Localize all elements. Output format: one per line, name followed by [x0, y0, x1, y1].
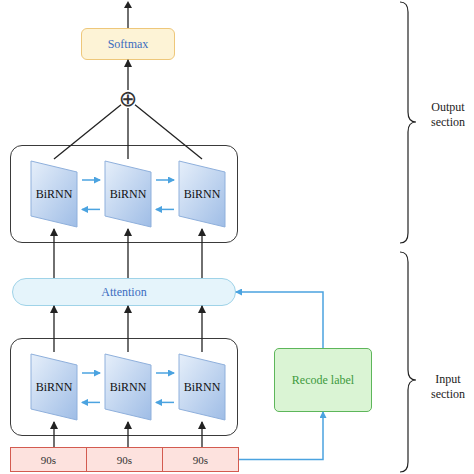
node-text: BiRNN — [110, 380, 147, 395]
rnn-block: BiRNN — [100, 352, 156, 422]
layer-container: BiRNN BiRNN BiRNN — [10, 338, 238, 436]
section-brace — [400, 2, 416, 243]
node-text: 90s — [193, 454, 208, 466]
process-box: Recode label — [274, 348, 372, 412]
rnn-block: BiRNN — [100, 159, 156, 229]
plate-shape — [31, 354, 77, 420]
rnn-block: BiRNN — [26, 159, 82, 229]
node-text: BiRNN — [36, 187, 73, 202]
section-label: Input section — [422, 372, 474, 402]
node-text: 90s — [117, 454, 132, 466]
attention-box: Attention — [12, 278, 236, 306]
section-brace — [400, 252, 416, 472]
node-text: Recode label — [292, 373, 354, 388]
node-text: Attention — [101, 285, 146, 300]
layer-container: BiRNN BiRNN BiRNN — [10, 145, 238, 243]
node-text: 90s — [41, 454, 56, 466]
node-text: BiRNN — [184, 380, 221, 395]
output-arrow-head — [124, 1, 132, 8]
rnn-block: BiRNN — [174, 159, 230, 229]
plate-shape — [179, 354, 225, 420]
flow-arrow — [127, 60, 128, 90]
flow-arrow — [236, 292, 323, 348]
node-text: Softmax — [108, 37, 149, 52]
plate-shape — [31, 161, 77, 227]
section-label: Output section — [422, 100, 474, 130]
sum-symbol: ⊕ — [119, 90, 137, 108]
input-segment: 90s — [10, 447, 87, 472]
input-segment: 90s — [162, 447, 239, 472]
flow-arrow — [239, 412, 323, 460]
node-text: BiRNN — [36, 380, 73, 395]
plate-shape — [105, 161, 151, 227]
output-box: Softmax — [81, 28, 175, 60]
node-text: ⊕ — [119, 90, 137, 108]
rnn-block: BiRNN — [26, 352, 82, 422]
output-arrow — [127, 6, 128, 28]
plate-shape — [105, 354, 151, 420]
node-text: BiRNN — [110, 187, 147, 202]
rnn-block: BiRNN — [174, 352, 230, 422]
input-segment: 90s — [86, 447, 163, 472]
node-text: BiRNN — [184, 187, 221, 202]
plate-shape — [179, 161, 225, 227]
